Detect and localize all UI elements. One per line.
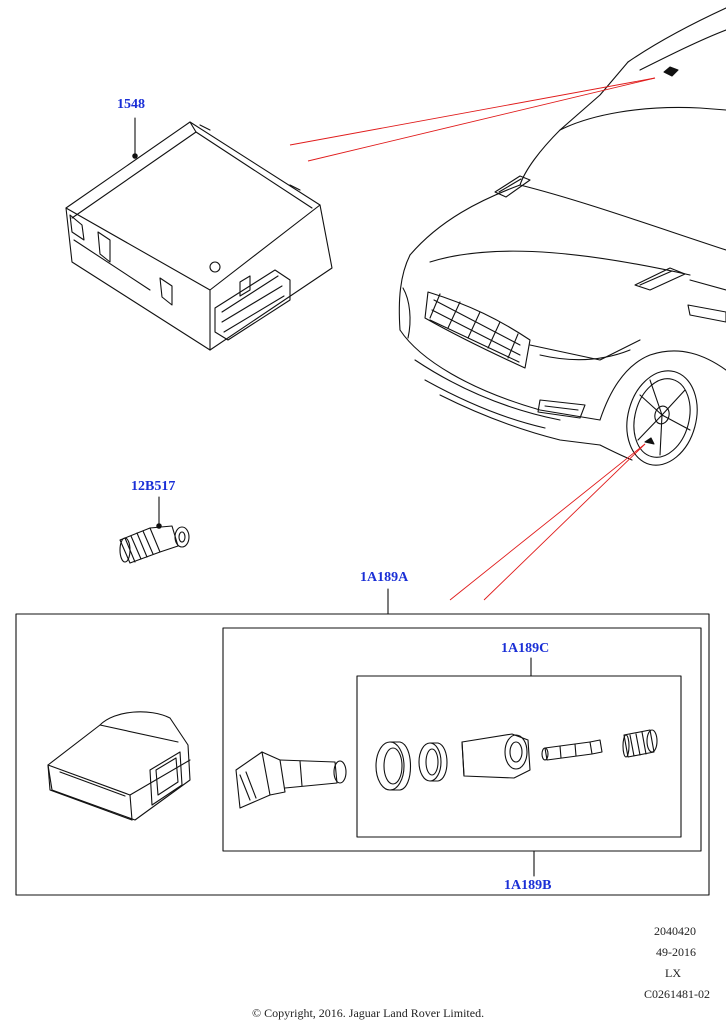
tpms-sensor-illustration (47, 711, 191, 821)
kit-box-1a189a (15, 613, 710, 896)
part-label-1a189a[interactable]: 1A189A (360, 570, 409, 585)
service-kit-illustration (375, 729, 658, 791)
module-1548-illustration (65, 121, 333, 351)
valve-stem-illustration (235, 751, 347, 809)
kit-box-1a189b (222, 627, 702, 852)
leader-lines (289, 77, 656, 601)
part-label-1a189c[interactable]: 1A189C (501, 641, 550, 656)
part-label-1a189b[interactable]: 1A189B (504, 878, 552, 893)
vehicle-illustration (398, 7, 726, 466)
adapter-12B517-illustration (119, 525, 190, 564)
kit-box-1a189c (356, 675, 682, 838)
info-line-2: 49-2016 (656, 945, 696, 959)
info-line-1: 2040420 (654, 924, 696, 938)
part-label-12b517[interactable]: 12B517 (131, 479, 176, 494)
part-label-1548[interactable]: 1548 (117, 97, 145, 112)
info-line-3: LX (665, 966, 681, 980)
copyright-notice: © Copyright, 2016. Jaguar Land Rover Lim… (252, 1006, 485, 1020)
info-line-4: C0261481-02 (644, 987, 710, 1001)
